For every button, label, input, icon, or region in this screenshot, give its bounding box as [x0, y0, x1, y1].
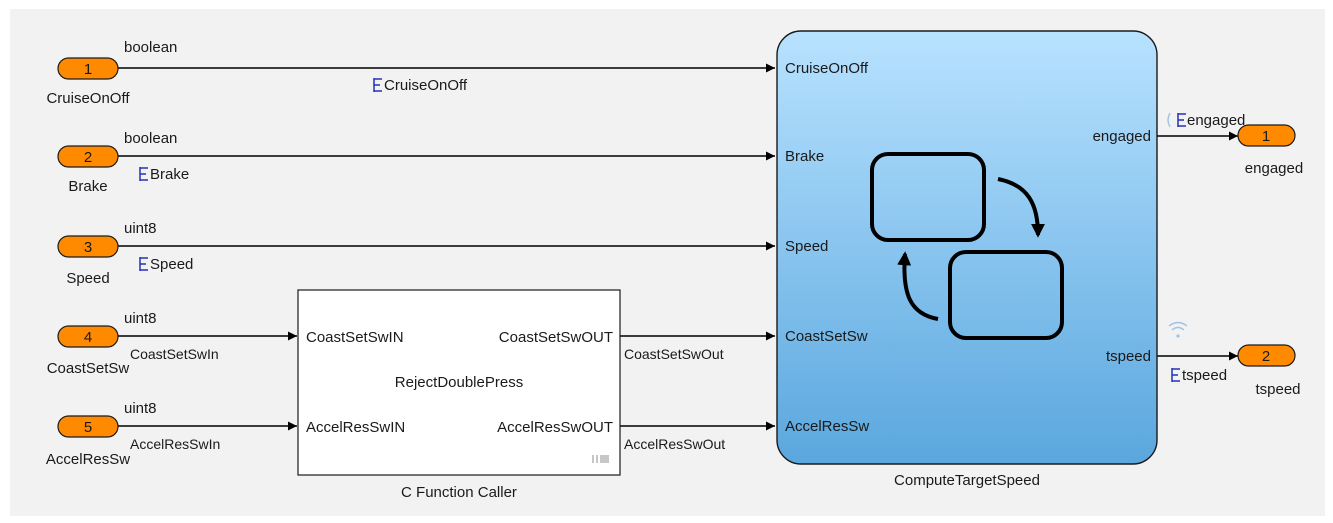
interface-icon — [373, 78, 382, 92]
inport-2[interactable]: 2 Brake — [57, 145, 119, 195]
outport-name: tspeed — [1255, 381, 1300, 398]
block-inport-label: AccelResSwIN — [306, 419, 405, 436]
interface-icon — [139, 257, 148, 271]
chart-inport-label: CruiseOnOff — [785, 60, 869, 77]
outport-2[interactable]: 2 tspeed — [1237, 344, 1301, 398]
inport-name: Brake — [68, 178, 107, 195]
inport-number: 4 — [84, 329, 92, 346]
c-function-caller-block[interactable]: CoastSetSwIN AccelResSwIN CoastSetSwOUT … — [297, 289, 621, 476]
inport-name: CruiseOnOff — [46, 90, 130, 107]
datatype-label: boolean — [124, 130, 177, 147]
compute-target-speed-block[interactable]: CruiseOnOff Brake Speed CoastSetSw Accel… — [776, 30, 1158, 465]
chart-outport-label: engaged — [1093, 128, 1151, 145]
signal-logging-icon — [1168, 321, 1188, 338]
block-outport-label: CoastSetSwOUT — [499, 329, 613, 346]
signal-name: CoastSetSwOut — [624, 346, 724, 362]
chart-inport-label: Brake — [785, 148, 824, 165]
chart-inport-label: Speed — [785, 238, 828, 255]
inport-3[interactable]: 3 Speed — [57, 235, 119, 287]
block-outport-label: AccelResSwOUT — [497, 419, 613, 436]
signal-name: AccelResSwOut — [624, 436, 725, 452]
inport-number: 1 — [84, 61, 92, 78]
inport-1[interactable]: 1 CruiseOnOff — [46, 57, 130, 107]
datatype-label: uint8 — [124, 220, 157, 237]
stateflow-chart-icon — [870, 152, 1064, 340]
signal-name: Speed — [150, 256, 193, 273]
signal-name: CoastSetSwIn — [130, 346, 219, 362]
outport-name: engaged — [1245, 160, 1303, 177]
interface-label-brake: Brake — [139, 166, 189, 183]
function-name: RejectDoublePress — [395, 374, 523, 391]
chart-outport-label: tspeed — [1106, 348, 1151, 365]
datatype-label: uint8 — [124, 310, 157, 327]
signal-name: Brake — [150, 166, 189, 183]
interface-label-tspeed: tspeed — [1171, 367, 1227, 384]
chart-inport-label: AccelResSw — [785, 418, 869, 435]
interface-label-cruiseonoff: CruiseOnOff — [373, 77, 468, 94]
datatype-label: boolean — [124, 39, 177, 56]
diagram-svg: 1 CruiseOnOff 2 Brake 3 Speed 4 CoastSet… — [46, 30, 1303, 501]
signal-lines — [118, 63, 1238, 431]
inport-name: AccelResSw — [46, 451, 130, 468]
inport-name: Speed — [66, 270, 109, 287]
inport-number: 3 — [84, 239, 92, 256]
interface-label-engaged: engaged — [1167, 112, 1245, 129]
block-name: ComputeTargetSpeed — [894, 472, 1040, 489]
interface-icon — [1167, 112, 1186, 128]
outport-number: 2 — [1262, 348, 1270, 365]
inport-5[interactable]: 5 AccelResSw — [46, 415, 130, 468]
inport-number: 5 — [84, 419, 92, 436]
inport-number: 2 — [84, 149, 92, 166]
block-inport-label: CoastSetSwIN — [306, 329, 404, 346]
resize-grip-icon — [592, 455, 609, 463]
inport-name: CoastSetSw — [47, 360, 130, 377]
model-canvas: 1 CruiseOnOff 2 Brake 3 Speed 4 CoastSet… — [10, 9, 1325, 516]
interface-label-speed: Speed — [139, 256, 193, 273]
interface-icon — [1171, 368, 1180, 382]
outport-number: 1 — [1262, 128, 1270, 145]
signal-name: CruiseOnOff — [384, 77, 468, 94]
chart-inport-label: CoastSetSw — [785, 328, 868, 345]
signal-name: engaged — [1187, 112, 1245, 129]
signal-name: AccelResSwIn — [130, 436, 220, 452]
inport-4[interactable]: 4 CoastSetSw — [47, 325, 130, 377]
block-name: C Function Caller — [401, 484, 517, 501]
datatype-label: uint8 — [124, 400, 157, 417]
interface-icon — [139, 167, 148, 181]
outport-1[interactable]: 1 engaged — [1237, 124, 1303, 177]
signal-name: tspeed — [1182, 367, 1227, 384]
